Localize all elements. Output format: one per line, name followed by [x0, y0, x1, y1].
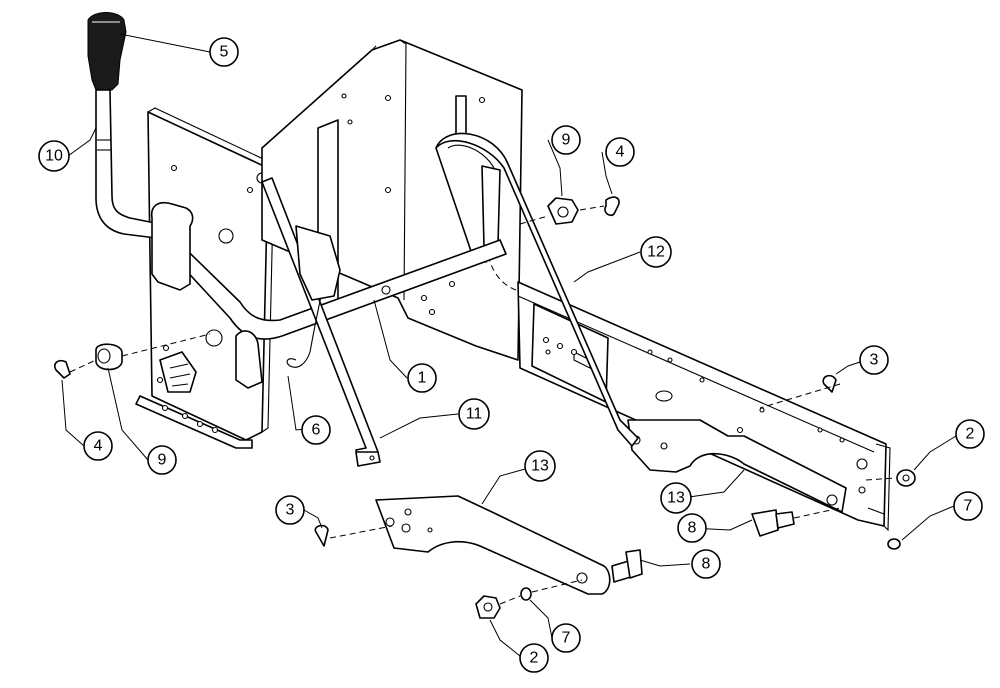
- callout-10: 10: [38, 140, 70, 172]
- callout-4-left-label: 4: [94, 438, 103, 455]
- lift-link-loose: [314, 495, 643, 619]
- callout-12-label: 12: [647, 244, 665, 261]
- callout-9-right: 9: [551, 125, 581, 155]
- callout-8-lower-label: 8: [702, 556, 711, 573]
- callout-9-left-label: 9: [158, 452, 167, 469]
- leader-lines: [61, 33, 957, 657]
- callout-8-upper: 8: [677, 513, 707, 543]
- callout-3-right-label: 3: [870, 352, 879, 369]
- callout-4-left: 4: [83, 431, 113, 461]
- callout-7-right: 7: [953, 491, 983, 521]
- spring-6: [235, 225, 391, 389]
- callout-3-left-label: 3: [286, 502, 295, 519]
- callout-1: 1: [407, 363, 437, 393]
- callout-9-left: 9: [147, 445, 177, 475]
- link-rod-11: [261, 177, 381, 467]
- callout-13-right-label: 13: [667, 490, 685, 507]
- callout-9-right-label: 9: [562, 132, 571, 149]
- callout-2-lower: 2: [519, 643, 549, 673]
- callout-13-lower-label: 13: [531, 458, 549, 475]
- callout-6: 6: [301, 415, 331, 445]
- callout-8-upper-label: 8: [688, 520, 697, 537]
- lift-arm-12: [435, 132, 639, 447]
- callout-6-label: 6: [312, 422, 321, 439]
- callout-13-lower: 13: [524, 450, 556, 482]
- callout-3-right: 3: [859, 345, 889, 375]
- callout-7-right-label: 7: [964, 498, 973, 515]
- callout-11: 11: [458, 398, 490, 430]
- callout-10-label: 10: [45, 148, 63, 165]
- callout-5-label: 5: [220, 44, 229, 61]
- right-fasteners: [751, 374, 916, 550]
- callout-5: 5: [209, 37, 239, 67]
- callout-4-right-label: 4: [616, 144, 625, 161]
- callout-13-right: 13: [660, 482, 692, 514]
- callout-11-label: 11: [466, 406, 483, 423]
- callout-2-right: 2: [955, 419, 985, 449]
- callout-2-lower-label: 2: [530, 650, 539, 667]
- lift-handle-10: [87, 12, 507, 340]
- callout-3-left: 3: [275, 495, 305, 525]
- callout-2-right-label: 2: [966, 426, 975, 443]
- callout-8-lower: 8: [691, 549, 721, 579]
- callout-7-lower-label: 7: [562, 630, 571, 647]
- callout-4-right: 4: [605, 137, 635, 167]
- callout-7-lower: 7: [551, 623, 581, 653]
- callout-1-label: 1: [418, 370, 427, 387]
- right-nut-and-clip: [519, 196, 620, 225]
- left-fasteners: [53, 333, 211, 379]
- callout-12: 12: [640, 236, 672, 268]
